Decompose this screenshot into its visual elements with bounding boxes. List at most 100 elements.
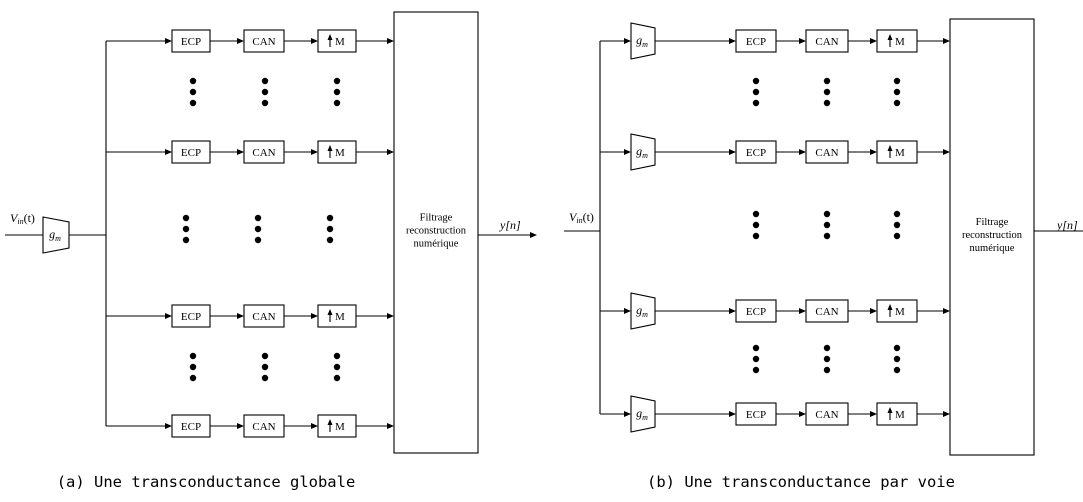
dots-a-mid-dot-2-1: [326, 225, 334, 233]
ecp-can-b-2-wire-head: [799, 308, 806, 314]
branch-a-2-wire-head: [165, 313, 172, 319]
gm-block-b-2: [630, 292, 656, 330]
dots-a-mid-dot-0-2: [182, 236, 190, 244]
upsample-box-b-2-label: M: [895, 306, 905, 318]
caption-b: (b) Une transconductance par voie: [647, 473, 955, 491]
dots-a-bot-dot-1-1: [261, 363, 269, 371]
dots-a-bot-dot-2-0: [333, 352, 341, 360]
branch-a-0-wire-head: [165, 38, 172, 44]
up-filter-a-2-wire-head: [387, 313, 394, 319]
dots-a-bot-dot-0-2: [189, 374, 197, 382]
branch-a-3-wire-head: [165, 423, 172, 429]
upsample-box-a-0-label: M: [335, 36, 345, 48]
dots-b-top-dot-0-2: [752, 99, 760, 107]
can-box-b-1-label: CAN: [815, 147, 838, 159]
can-box-b-2-label: CAN: [815, 306, 838, 318]
upsample-box-a-2-up-arrow-head: [327, 309, 333, 315]
dots-a-bot-dot-1-0: [261, 352, 269, 360]
can-box-a-1-label: CAN: [252, 147, 275, 159]
reconstruction-filter-b-label-1: reconstruction: [962, 230, 1023, 241]
dots-a-bot-dot-0-0: [189, 352, 197, 360]
can-up-b-0-wire-head: [870, 38, 877, 44]
gm-block-b-1: [630, 133, 656, 171]
ecp-can-a-2-wire-head: [237, 313, 244, 319]
upsample-box-b-1-label: M: [895, 147, 905, 159]
dots-a-top-dot-0-0: [189, 77, 197, 85]
dots-b-bot-dot-2-1: [893, 355, 901, 363]
dots-a-mid-dot-2-2: [326, 236, 334, 244]
branch-a-1-wire-head: [165, 149, 172, 155]
dots-b-mid-dot-1-2: [823, 232, 831, 240]
can-box-a-0-label: CAN: [252, 36, 275, 48]
dots-b-bot-dot-0-2: [752, 366, 760, 374]
output-wire-a-head: [530, 232, 537, 238]
up-filter-a-0-wire-head: [387, 38, 394, 44]
ecp-box-a-0-label: ECP: [181, 36, 201, 48]
gm-ecp-b-2-wire-head: [729, 308, 736, 314]
can-box-a-2-label: CAN: [252, 311, 275, 323]
can-up-b-1-wire-head: [870, 149, 877, 155]
dots-b-bot-dot-1-2: [823, 366, 831, 374]
dots-a-mid-dot-0-1: [182, 225, 190, 233]
can-box-b-3-label: CAN: [815, 409, 838, 421]
branch-b-0-wire-head: [624, 38, 631, 44]
reconstruction-filter-a-label-0: Filtrage: [420, 213, 453, 224]
dots-a-top-dot-0-2: [189, 99, 197, 107]
can-up-a-0-wire-head: [311, 38, 318, 44]
dots-b-top-dot-0-0: [752, 77, 760, 85]
upsample-box-b-0-up-arrow-head: [887, 34, 893, 40]
reconstruction-filter-a-label-1: reconstruction: [406, 226, 467, 237]
ecp-can-b-3-wire-head: [799, 411, 806, 417]
can-box-a-3-label: CAN: [252, 421, 275, 433]
up-filter-b-3-wire-head: [943, 411, 950, 417]
can-box-b-0-label: CAN: [815, 36, 838, 48]
up-filter-b-0-wire-head: [943, 38, 950, 44]
dots-a-top-dot-2-1: [333, 88, 341, 96]
branch-b-2-wire-head: [624, 308, 631, 314]
gm-block-b-3: [630, 395, 656, 433]
output-signal-label-a: y[n]: [499, 218, 521, 232]
dots-a-mid-dot-2-0: [326, 214, 334, 222]
dots-a-bot-dot-2-1: [333, 363, 341, 371]
dots-b-mid-dot-1-0: [823, 210, 831, 218]
ecp-box-a-2-label: ECP: [181, 311, 201, 323]
dots-a-bot-dot-0-1: [189, 363, 197, 371]
upsample-box-a-3-label: M: [335, 421, 345, 433]
dots-b-bot-dot-0-0: [752, 344, 760, 352]
up-filter-b-1-wire-head: [943, 149, 950, 155]
ecp-can-a-1-wire-head: [237, 149, 244, 155]
dots-b-mid-dot-0-1: [752, 221, 760, 229]
branch-b-1-wire-head: [624, 149, 631, 155]
ecp-can-b-0-wire-head: [799, 38, 806, 44]
upsample-box-a-2-label: M: [335, 311, 345, 323]
dots-b-top-dot-2-2: [893, 99, 901, 107]
dots-a-mid-dot-1-2: [254, 236, 262, 244]
dots-a-mid-dot-1-1: [254, 225, 262, 233]
up-filter-b-2-wire-head: [943, 308, 950, 314]
can-up-b-3-wire-head: [870, 411, 877, 417]
dots-b-bot-dot-0-1: [752, 355, 760, 363]
ecp-box-b-1-label: ECP: [746, 147, 766, 159]
up-filter-a-3-wire-head: [387, 423, 394, 429]
upsample-box-a-1-label: M: [335, 147, 345, 159]
ecp-box-b-2-label: ECP: [746, 306, 766, 318]
can-up-a-2-wire-head: [311, 313, 318, 319]
input-signal-label-b: Vin(t): [569, 210, 594, 225]
caption-a: (a) Une transconductance globale: [57, 473, 356, 491]
dots-a-top-dot-1-2: [261, 99, 269, 107]
gm-ecp-b-1-wire-head: [729, 149, 736, 155]
upsample-box-b-3-up-arrow-head: [887, 407, 893, 413]
reconstruction-filter-b: [949, 18, 1035, 456]
dots-a-top-dot-1-1: [261, 88, 269, 96]
can-up-a-1-wire-head: [311, 149, 318, 155]
dots-b-bot-dot-1-1: [823, 355, 831, 363]
dots-a-mid-dot-0-0: [182, 214, 190, 222]
upsample-box-b-1-up-arrow-head: [887, 145, 893, 151]
up-filter-a-1-wire-head: [387, 149, 394, 155]
dots-b-top-dot-2-1: [893, 88, 901, 96]
dots-b-top-dot-1-0: [823, 77, 831, 85]
upsample-box-a-3-up-arrow-head: [327, 419, 333, 425]
dots-b-mid-dot-0-0: [752, 210, 760, 218]
